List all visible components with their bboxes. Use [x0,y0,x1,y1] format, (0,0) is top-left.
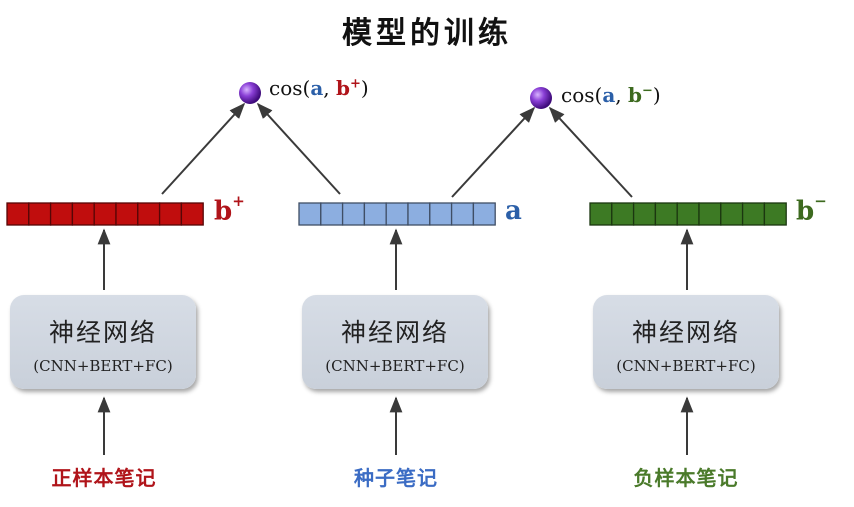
vector-cell [429,202,453,226]
cos-sep: , [323,76,336,100]
network-subtitle: (CNN+BERT+FC) [616,357,756,375]
vector-cell [698,202,722,226]
arrow-positive-to-cos [161,102,246,195]
arrow-negative-to-cos [548,106,633,198]
cos-suffix: ) [652,83,661,107]
vector-cell [472,202,496,226]
vector-sup: + [232,192,245,210]
vector-letter: b [796,196,815,227]
vector-seed [298,202,496,226]
vector-label-negative: b− [796,192,827,227]
vector-cell [320,202,344,226]
cos-prefix: cos( [561,83,603,107]
vector-cell [385,202,409,226]
similarity-node-positive [239,82,261,104]
neural-network-box-positive: 神经网络 (CNN+BERT+FC) [10,295,196,389]
network-name: 神经网络 [48,318,157,347]
arrow-seed-to-cos-positive [256,102,341,195]
similarity-label-positive: cos(a, b+) [269,76,369,100]
vector-cell [632,202,657,226]
vector-cell [741,202,766,226]
cos-arg-sup: − [641,83,653,99]
vector-sup: − [814,192,827,210]
cos-arg-b: b [336,76,350,100]
vector-cell [450,202,475,226]
network-name: 神经网络 [340,318,449,347]
vector-negative [589,202,787,226]
network-subtitle: (CNN+BERT+FC) [33,357,173,375]
vector-cell [720,202,744,226]
vector-letter: b [214,196,233,227]
vector-cell [115,202,139,226]
vector-cell [137,202,161,226]
vector-cell [654,202,678,226]
similarity-label-negative: cos(a, b−) [561,83,661,107]
diagram-title: 模型的训练 [342,16,512,51]
vector-label-seed: a [505,196,522,226]
network-name: 神经网络 [631,318,740,347]
vector-cell [6,202,30,226]
cos-prefix: cos( [269,76,311,100]
vector-positive [6,202,204,226]
vector-letter: a [505,196,522,226]
vector-cell [298,202,322,226]
neural-network-box-seed: 神经网络 (CNN+BERT+FC) [302,295,488,389]
vector-cell [93,202,117,226]
similarity-node-negative [530,87,552,109]
cos-arg-a: a [310,76,324,100]
vector-cell [28,202,52,226]
input-label-positive: 正样本笔记 [51,466,157,490]
cos-arg-b: b [628,83,642,107]
vector-cell [676,202,700,226]
vector-cell [341,202,366,226]
vector-cell [49,202,74,226]
neural-network-box-negative: 神经网络 (CNN+BERT+FC) [593,295,779,389]
vector-cell [589,202,613,226]
input-label-negative: 负样本笔记 [633,466,739,490]
vector-cell [611,202,635,226]
input-label-seed: 种子笔记 [354,466,438,490]
vector-label-positive: b+ [214,192,245,227]
vector-cell [763,202,787,226]
arrow-seed-to-cos-negative [451,106,536,198]
cos-sep: , [615,83,628,107]
vector-cell [71,202,95,226]
vector-cell [407,202,431,226]
cos-suffix: ) [360,76,369,100]
cos-arg-a: a [602,83,616,107]
vector-cell [158,202,183,226]
network-subtitle: (CNN+BERT+FC) [325,357,465,375]
cos-arg-sup: + [349,76,361,92]
vector-cell [180,202,204,226]
vector-cell [363,202,387,226]
